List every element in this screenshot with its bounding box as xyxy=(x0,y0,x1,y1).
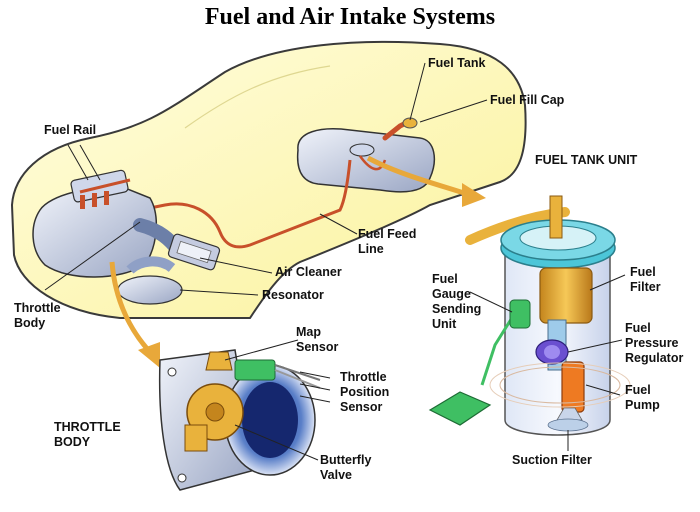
label-throttle-position-sensor: Throttle Position Sensor xyxy=(340,370,390,414)
leader-lines xyxy=(44,62,626,461)
label-suction-filter: Suction Filter xyxy=(512,453,592,467)
diagram-title: Fuel and Air Intake Systems xyxy=(204,4,496,30)
arrow-to-tank-unit xyxy=(366,155,486,207)
label-fuel-gauge-sending-unit: Fuel Gauge Sending Unit xyxy=(432,272,482,331)
label-fuel-pump: Fuel Pump xyxy=(625,383,660,412)
label-fuel-tank-unit: FUEL TANK UNIT xyxy=(535,153,638,167)
fuel-tank-in-car xyxy=(296,117,436,193)
label-fuel-pressure-regulator: Fuel Pressure Regulator xyxy=(625,321,684,365)
arrow-to-throttle-body xyxy=(109,261,160,368)
throttle-body-assembly xyxy=(158,349,321,491)
fuel-feed-line xyxy=(139,159,352,249)
label-fuel-rail: Fuel Rail xyxy=(44,123,97,137)
label-fuel-filter: Fuel Filter xyxy=(630,265,661,294)
label-fuel-feed-line: Fuel Feed Line xyxy=(358,227,417,256)
air-intake-assembly xyxy=(117,218,221,305)
engine-block xyxy=(32,169,158,278)
label-fuel-tank: Fuel Tank xyxy=(428,56,486,70)
label-air-cleaner: Air Cleaner xyxy=(275,265,342,279)
label-throttle-body: Throttle Body xyxy=(14,301,61,330)
label-map-sensor: Map Sensor xyxy=(296,325,339,354)
label-resonator: Resonator xyxy=(262,288,324,302)
label-butterfly-valve: Butterfly Valve xyxy=(320,453,372,482)
label-fuel-fill-cap: Fuel Fill Cap xyxy=(490,93,565,107)
label-throttle-body-detail: THROTTLE BODY xyxy=(54,420,121,449)
fuel-tank-unit xyxy=(428,195,631,436)
